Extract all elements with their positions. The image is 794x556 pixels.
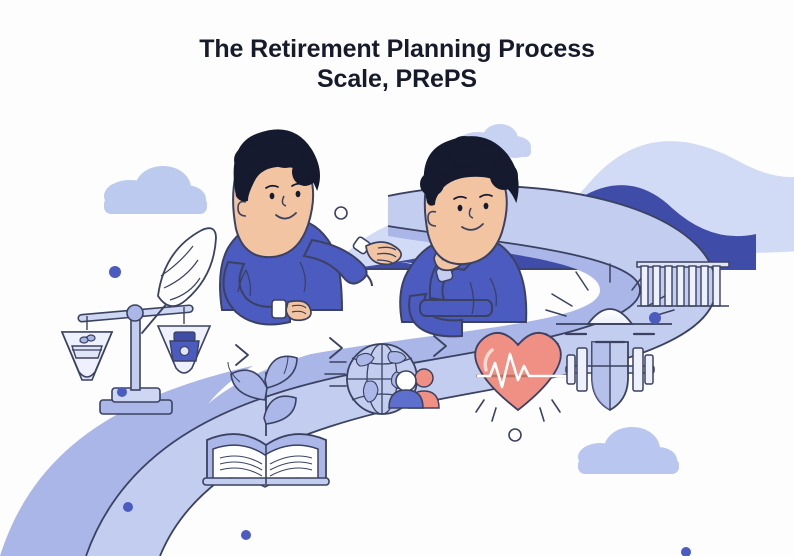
chevron-right-icon xyxy=(329,337,343,359)
chevron-right-icon xyxy=(235,344,249,366)
page-title: The Retirement Planning Process Scale, P… xyxy=(0,34,794,94)
hair-curly xyxy=(420,136,519,206)
decor-ring xyxy=(508,428,522,442)
decor-ring xyxy=(334,206,348,220)
decor-dot xyxy=(117,387,127,397)
decor-dot xyxy=(649,312,661,324)
decor-dot xyxy=(241,530,251,540)
quill-icon xyxy=(141,227,217,334)
railing-icon xyxy=(636,261,730,307)
scale-icon xyxy=(60,304,212,415)
weight-icon xyxy=(169,331,200,362)
hair-bun xyxy=(233,129,320,202)
book-plant-icon xyxy=(202,355,330,488)
decor-dots xyxy=(109,266,691,556)
dumbbell-shield-icon xyxy=(565,341,655,412)
cloud-left xyxy=(104,166,207,214)
decor-dot xyxy=(109,266,121,278)
page-title-line-2: Scale, PRePS xyxy=(316,65,477,93)
seedling-in-pan xyxy=(71,334,103,359)
heart-pulse-icon xyxy=(474,331,586,422)
person-icon-blue xyxy=(388,370,424,409)
decor-rings xyxy=(334,206,522,442)
globe-people-icon xyxy=(324,343,440,415)
face-woman xyxy=(265,182,305,220)
face-man xyxy=(453,193,493,231)
character-woman-speaking xyxy=(219,129,402,326)
decor-dot xyxy=(123,502,133,512)
cloud-bottom-right xyxy=(578,427,679,474)
open-hand-gesture xyxy=(365,241,402,266)
decor-dot xyxy=(681,547,691,556)
character-man-thinking xyxy=(399,136,528,338)
chevron-right-icon xyxy=(433,335,447,357)
page-title-line-1: The Retirement Planning Process xyxy=(199,35,595,63)
